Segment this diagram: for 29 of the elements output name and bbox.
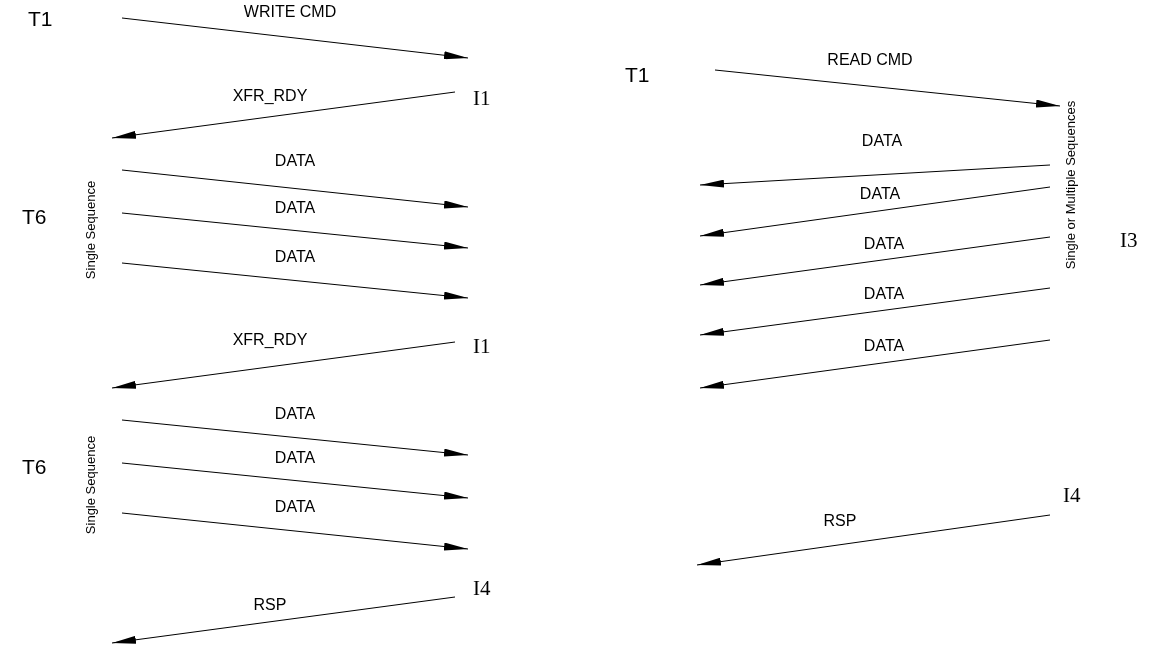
message-label: DATA: [863, 338, 905, 354]
participant-label: T6: [22, 456, 47, 477]
sequence-label: Single Sequence: [83, 435, 97, 535]
participant-label: T1: [625, 64, 650, 85]
message-label: XFR_RDY: [232, 88, 308, 104]
participant-label: I4: [473, 578, 491, 599]
message-label: DATA: [861, 133, 903, 149]
message-label: READ CMD: [827, 52, 913, 68]
participant-label: T6: [22, 206, 47, 227]
message-label: DATA: [274, 249, 316, 265]
message-label: WRITE CMD: [243, 4, 337, 20]
message-label: RSP: [253, 597, 287, 613]
message-label: DATA: [863, 286, 905, 302]
message-label: DATA: [274, 406, 316, 422]
message-label: DATA: [274, 499, 316, 515]
sequence-label: Single or Multiple Sequences: [1063, 100, 1077, 270]
participant-label: I3: [1120, 230, 1138, 251]
message-label: DATA: [274, 450, 316, 466]
message-label: DATA: [274, 153, 316, 169]
message-label: XFR_RDY: [232, 332, 308, 348]
sequence-label: Single Sequence: [83, 180, 97, 280]
message-label: DATA: [274, 200, 316, 216]
participant-label: I1: [473, 88, 491, 109]
message-label: RSP: [823, 513, 857, 529]
participant-label: I4: [1063, 485, 1081, 506]
message-label: DATA: [863, 236, 905, 252]
message-label: DATA: [859, 186, 901, 202]
participant-label: T1: [28, 8, 53, 29]
participant-label: I1: [473, 336, 491, 357]
